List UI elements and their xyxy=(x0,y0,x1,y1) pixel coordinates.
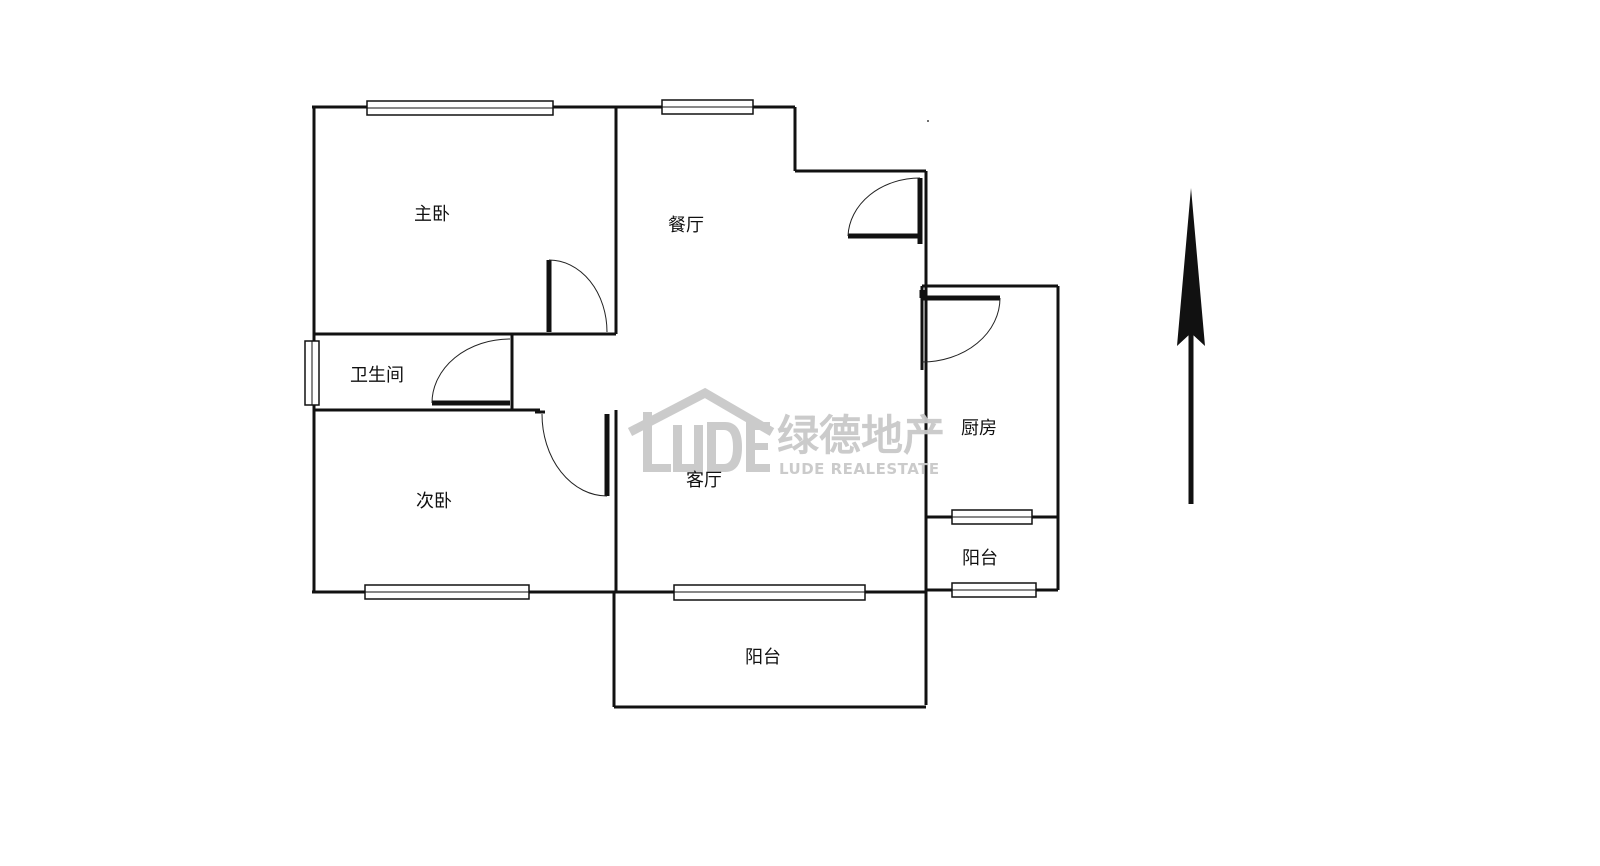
label-bathroom: 卫生间 xyxy=(350,365,404,386)
label-dining-room: 餐厅 xyxy=(668,215,704,236)
label-living-room: 客厅 xyxy=(686,470,722,491)
door-master-bedroom xyxy=(546,259,608,333)
doors xyxy=(431,177,1001,497)
window-master-bedroom xyxy=(366,100,554,116)
label-master-bedroom: 主卧 xyxy=(414,204,450,225)
label-main-balcony: 阳台 xyxy=(745,647,781,668)
label-kitchen: 厨房 xyxy=(961,418,997,439)
room-labels: 主卧 餐厅 卫生间 客厅 次卧 厨房 阳台 阳台 xyxy=(350,204,998,668)
window-second-bedroom xyxy=(364,584,530,600)
window-kitchen xyxy=(951,509,1033,525)
label-second-bedroom: 次卧 xyxy=(416,491,452,512)
lude-logo-icon xyxy=(643,412,770,472)
door-bathroom xyxy=(431,338,511,406)
marker-dot xyxy=(927,120,929,122)
north-arrow-icon xyxy=(1177,188,1205,504)
window-small-balcony xyxy=(951,582,1037,598)
window-dining xyxy=(661,99,754,115)
door-entrance xyxy=(847,177,923,244)
house-roof-icon xyxy=(627,387,775,436)
door-kitchen xyxy=(919,290,1001,363)
windows xyxy=(304,99,1037,601)
door-second-bedroom xyxy=(535,410,610,497)
window-living-room xyxy=(673,584,866,601)
watermark-en-name: LUDE REALESTATE xyxy=(779,460,940,478)
watermark-cn-name: 绿德地产 xyxy=(777,411,945,460)
label-small-balcony: 阳台 xyxy=(962,548,998,569)
window-bathroom xyxy=(304,340,320,406)
watermark: 绿德地产 LUDE REALESTATE xyxy=(627,387,945,478)
